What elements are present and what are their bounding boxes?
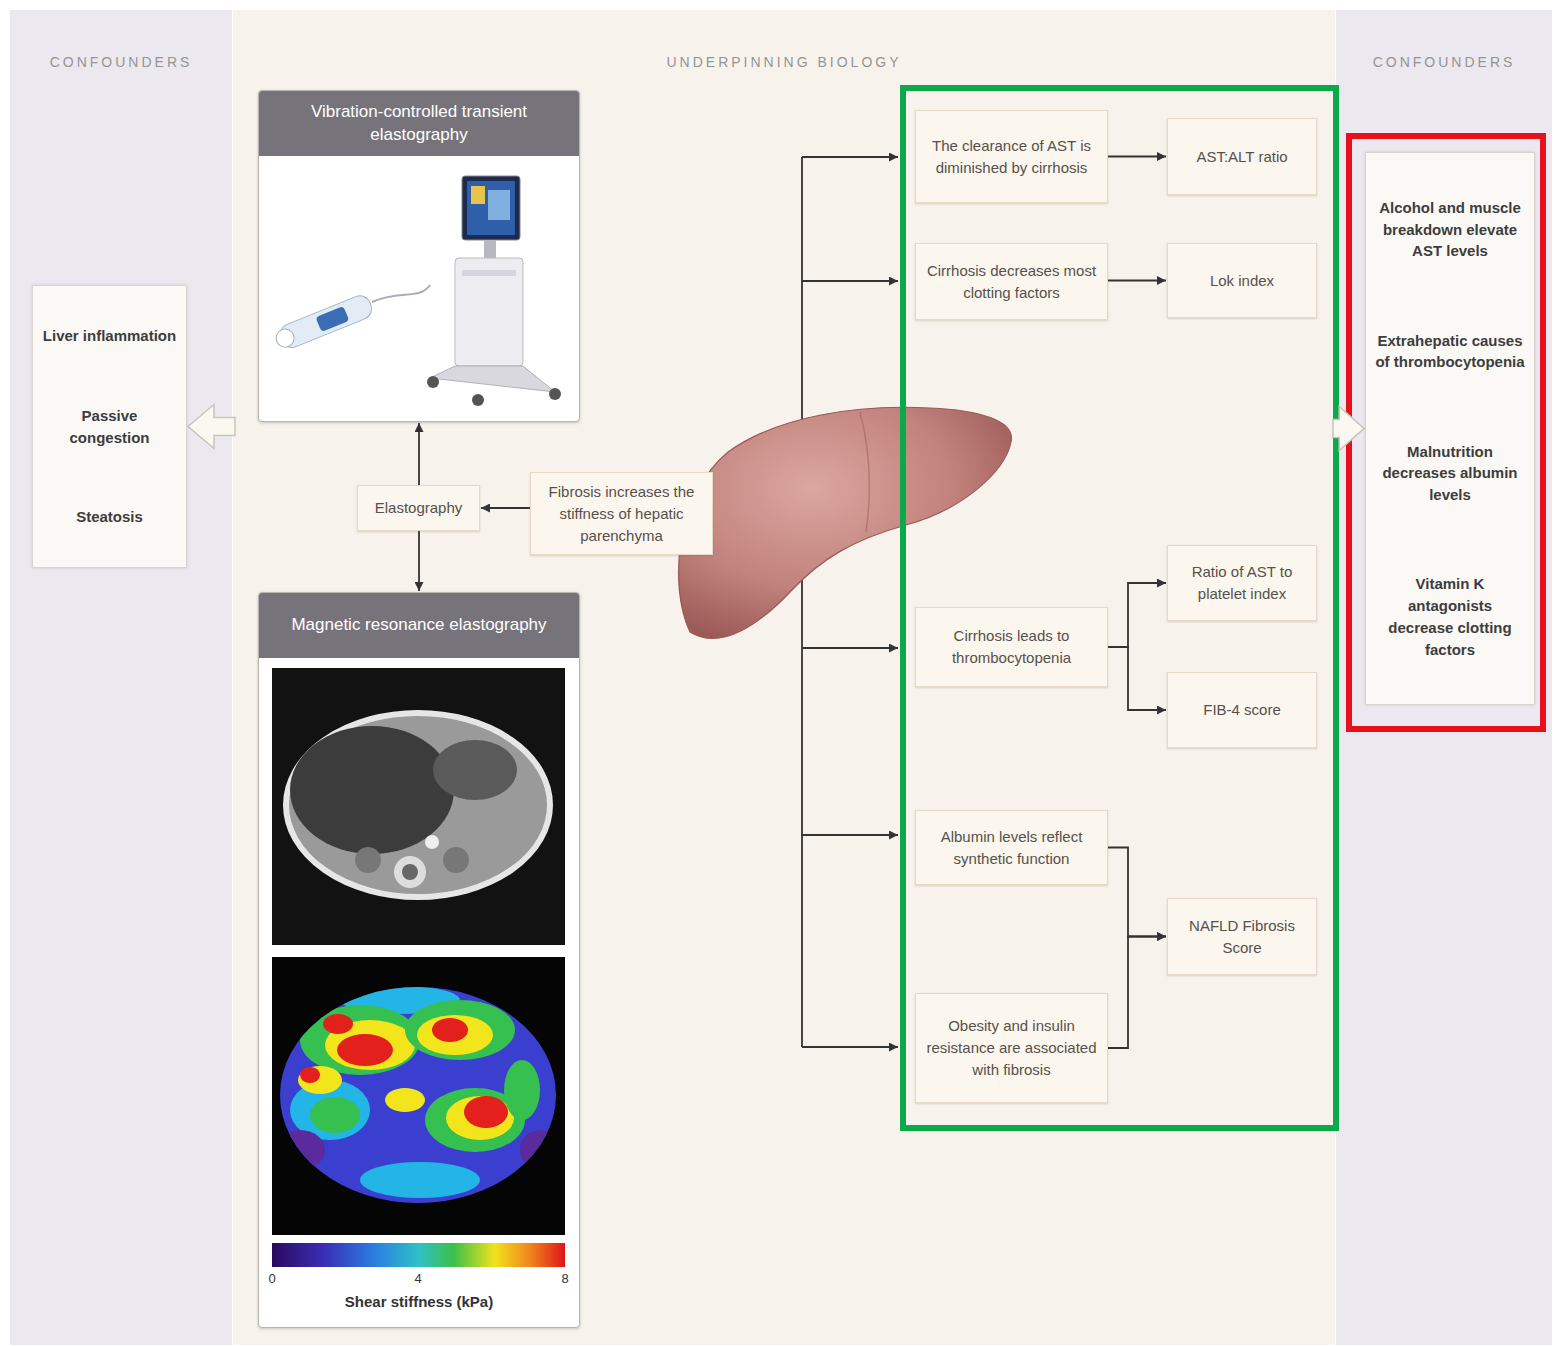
process-box: Ratio of AST to platelet index	[1167, 545, 1317, 621]
box-text: The clearance of AST is diminished by ci…	[926, 135, 1097, 179]
elastography-device	[272, 176, 561, 406]
box-text: NAFLD Fibrosis Score	[1178, 915, 1306, 959]
panel-band: CONFOUNDERS Alcohol and muscle breakdown …	[1336, 10, 1552, 1345]
panel-title: Vibration-controlled transient elastogra…	[259, 91, 579, 156]
process-box: Cirrhosis decreases most clotting factor…	[915, 243, 1108, 320]
label-holder: 4	[398, 1271, 438, 1286]
method-panel: Vibration-controlled transient elastogra…	[258, 90, 580, 422]
box-text: Ratio of AST to platelet index	[1178, 561, 1306, 605]
process-box: Obesity and insulin resistance are assoc…	[915, 993, 1108, 1103]
scale-tick: 8	[545, 1271, 585, 1286]
box-text: Lok index	[1178, 270, 1306, 292]
connector-arrow	[1108, 848, 1166, 937]
elastogram-image	[272, 957, 565, 1235]
box-text: Elastography	[368, 497, 469, 519]
connector-arrow	[1108, 937, 1166, 1049]
confounder-text: Steatosis	[41, 506, 178, 528]
confounder-text: Passive congestion	[41, 405, 178, 449]
panel-band: CONFOUNDERS Liver inflammationPassive con…	[10, 10, 232, 1345]
box-text: Fibrosis increases the stiffness of hepa…	[541, 481, 702, 546]
process-box: Elastography	[357, 485, 480, 531]
axis-caption: Shear stiffness (kPa)	[259, 1293, 579, 1310]
color-scale	[272, 1243, 565, 1267]
process-box: Cirrhosis leads to thrombocytopenia	[915, 607, 1108, 687]
connector-arrow	[418, 423, 420, 485]
hollow-arrow	[1333, 407, 1364, 451]
green-highlight	[903, 88, 1336, 1128]
box-text: AST:ALT ratio	[1178, 146, 1306, 168]
connector-arrow	[1108, 647, 1166, 710]
mri-image	[272, 668, 565, 945]
process-box: AST:ALT ratio	[1167, 118, 1317, 195]
scale-tick: 0	[252, 1271, 292, 1286]
box-text: FIB-4 score	[1178, 699, 1306, 721]
scale-tick: 4	[398, 1271, 438, 1286]
connector-arrow	[481, 507, 530, 509]
box-text: Albumin levels reflect synthetic functio…	[926, 826, 1097, 870]
box-text: Obesity and insulin resistance are assoc…	[926, 1015, 1097, 1080]
connector-arrow	[1108, 156, 1166, 158]
confounder-text: Malnutrition decreases albumin levels	[1374, 441, 1526, 506]
confounder-text: Extrahepatic causes of thrombocytopenia	[1374, 330, 1526, 374]
confounder-box: Liver inflammationPassive congestionStea…	[32, 285, 187, 568]
confounder-text: Alcohol and muscle breakdown elevate AST…	[1374, 197, 1526, 262]
label-holder: 8	[545, 1271, 585, 1286]
red-highlight	[1349, 136, 1543, 729]
connector-arrow	[418, 531, 420, 591]
process-box: Albumin levels reflect synthetic functio…	[915, 810, 1108, 885]
liver-illustration	[679, 407, 1012, 638]
connector-arrow	[1108, 280, 1166, 282]
confounder-box: Alcohol and muscle breakdown elevate AST…	[1365, 152, 1535, 705]
process-box: The clearance of AST is diminished by ci…	[915, 110, 1108, 203]
trunk-lines	[802, 157, 898, 1047]
label-holder: 0	[252, 1271, 292, 1286]
box-text: Cirrhosis leads to thrombocytopenia	[926, 625, 1097, 669]
process-box: Fibrosis increases the stiffness of hepa…	[530, 472, 713, 555]
process-box: NAFLD Fibrosis Score	[1167, 898, 1317, 975]
section-header: CONFOUNDERS	[1336, 54, 1552, 70]
section-header: UNDERPINNING BIOLOGY	[233, 54, 1335, 70]
process-box: Lok index	[1167, 243, 1317, 318]
section-header: CONFOUNDERS	[10, 54, 232, 70]
process-box: FIB-4 score	[1167, 672, 1317, 748]
box-text: Cirrhosis decreases most clotting factor…	[926, 260, 1097, 304]
confounder-text: Liver inflammation	[41, 325, 178, 347]
hollow-arrow	[188, 405, 235, 449]
panel-title: Magnetic resonance elastography	[259, 593, 579, 658]
confounder-text: Vitamin K antagonists decrease clotting …	[1374, 573, 1526, 660]
connector-arrow	[1108, 583, 1166, 647]
